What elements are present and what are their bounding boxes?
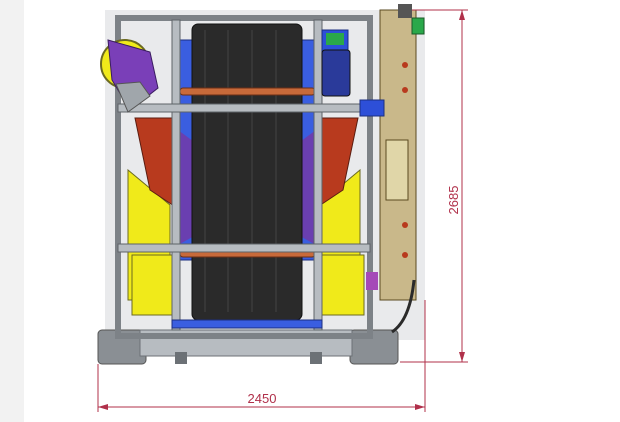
green-part-top	[411, 17, 425, 35]
column-right	[313, 19, 323, 331]
outer-frame	[115, 15, 373, 339]
crossbar-upper	[117, 103, 371, 113]
motor-body	[321, 49, 351, 97]
bracket-mount	[115, 81, 151, 113]
roller-upper	[179, 87, 316, 96]
green-part-motor	[326, 33, 344, 45]
top-cap	[398, 4, 412, 18]
indicator-2	[402, 87, 408, 93]
leveling-foot-1	[175, 352, 187, 364]
yellow-panel-left-bottom	[131, 254, 175, 316]
bottom-blue-rail	[171, 319, 323, 329]
indicator-3	[402, 222, 408, 228]
width-dimension-label: 2450	[248, 391, 277, 406]
cable	[391, 279, 416, 334]
yellow-panel-right-bottom	[321, 254, 365, 316]
control-panel	[385, 139, 409, 201]
leveling-foot-2	[310, 352, 322, 364]
blue-connector	[359, 99, 385, 117]
indicator-1	[402, 62, 408, 68]
height-dimension	[400, 9, 468, 363]
crossbar-lower	[117, 243, 371, 253]
conveyor-belt	[191, 23, 303, 321]
column-left	[171, 19, 181, 331]
width-dimension	[97, 300, 426, 412]
indicator-4	[402, 252, 408, 258]
purple-connector	[366, 272, 378, 290]
height-dimension-label: 2685	[446, 186, 461, 215]
